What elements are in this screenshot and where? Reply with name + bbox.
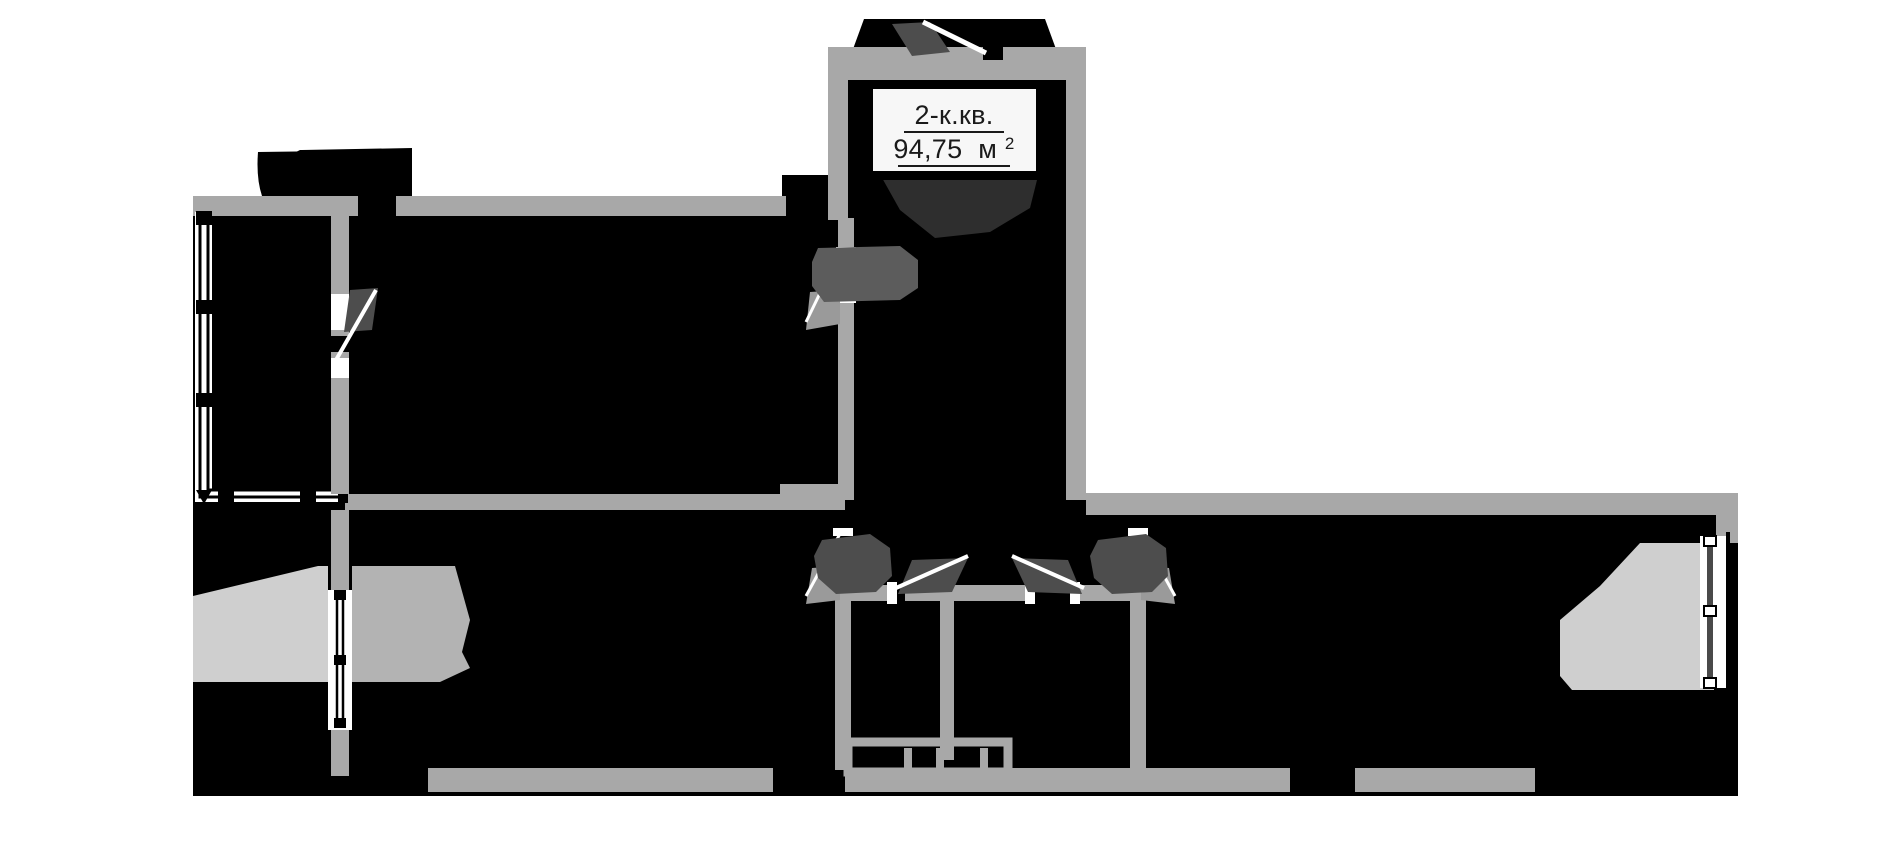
partition-corridor-left-upper <box>838 218 854 250</box>
light-cone-group <box>193 543 1714 690</box>
partition-left-window-mullion-bot <box>334 718 346 728</box>
bathroom-partition-right <box>1130 585 1146 770</box>
outer-wall-top-left-b <box>193 196 358 216</box>
area-label-group: 2-к.кв. 94,75 м 2 <box>873 89 1036 171</box>
fixture-sink-right <box>1090 534 1168 594</box>
outer-wall-top-long <box>396 196 786 216</box>
partition-left-window-mullion-top <box>334 590 346 600</box>
window-right-glazing <box>1700 532 1730 692</box>
closet-niche-divider-3 <box>980 748 988 774</box>
balcony-mullion-bottom-b <box>300 489 316 503</box>
door-tick-left-b <box>331 330 349 336</box>
door-leaf-bathroom-right <box>1012 558 1082 594</box>
light-cone-bottom-left-light <box>193 566 328 682</box>
cabinet-top-left <box>262 148 412 196</box>
door-leaf-bathroom-left <box>898 558 968 594</box>
door-tick-left-d <box>331 378 349 384</box>
partition-left-vertical-lower-b <box>331 726 349 776</box>
bedroom-left-door-jamb-top <box>833 528 853 536</box>
partition-left-vertical-top <box>331 216 349 292</box>
door-swing-bathroom-right <box>1011 554 1085 590</box>
fixture-sink-corridor <box>812 246 918 302</box>
door-gap-left-upper <box>331 292 349 332</box>
outer-wall-porch-sill-right <box>1003 47 1086 67</box>
interior-wall-mid-horizontal <box>345 494 845 510</box>
balcony-left-glazing <box>195 211 348 504</box>
wall-mass-lower-body <box>193 514 1738 796</box>
light-cone-bottom-left-mid <box>352 566 470 682</box>
cabinet-top-left-group <box>262 148 412 196</box>
bathroom-block-group <box>835 554 1148 777</box>
balcony-left-glazing-white <box>195 212 345 502</box>
outer-wall-right-top <box>1086 493 1738 515</box>
window-right-mullion-bot <box>1703 677 1717 689</box>
closet-niche-divider-2 <box>936 748 944 774</box>
window-band-bottom-left <box>428 768 773 792</box>
area-label-unit-sup: 2 <box>1005 134 1015 153</box>
area-label-value: 94,75 <box>893 134 962 164</box>
bathroom-door-tick-b <box>1025 582 1035 604</box>
window-right-mullion-top <box>1703 535 1717 547</box>
closet-niche-divider-1 <box>904 748 912 774</box>
window-right-outerline <box>1726 532 1730 692</box>
partition-left-vertical-lower <box>331 510 349 590</box>
bedroom-right-door-jamb-top <box>1128 528 1148 536</box>
door-gap-left-lower <box>331 356 349 382</box>
wall-mass-upper-left <box>193 196 845 514</box>
balcony-mullion-bottom-c <box>338 489 348 503</box>
outer-wall-porch-sill-left <box>828 47 983 67</box>
door-swing-bathroom-left <box>895 554 969 590</box>
balcony-mullion-top <box>196 211 212 225</box>
light-cone-bottom-right <box>1560 543 1714 690</box>
door-swing-entrance-top <box>921 19 988 56</box>
partition-left-window-mullion-mid <box>334 655 346 665</box>
door-swing-bedroom-left <box>334 289 378 361</box>
area-label-box <box>873 89 1036 171</box>
area-label-unit: м <box>978 134 997 164</box>
partition-left-vertical-group <box>328 216 378 776</box>
bathroom-partition-center <box>940 600 954 760</box>
balcony-mullion-corner <box>196 490 212 504</box>
door-tick-left-a <box>331 288 349 294</box>
outer-wall-right-vertical <box>1716 493 1738 543</box>
partition-left-vertical-mid <box>331 380 349 494</box>
area-label-rooms: 2-к.кв. <box>914 100 993 130</box>
bathroom-partition-left <box>835 585 851 770</box>
window-band-bottom-right <box>1355 768 1535 792</box>
area-label-area: 94,75 м 2 <box>893 134 1014 164</box>
bathroom-door-tick-a <box>887 582 897 604</box>
partition-corridor-left-stub <box>780 484 840 500</box>
outer-wall-group <box>193 47 1738 792</box>
window-top-left-gap <box>358 196 396 216</box>
balcony-mullion-mid-upper <box>196 300 212 314</box>
outer-wall-entrance-left <box>828 60 848 220</box>
outer-wall-entrance-right <box>1066 60 1086 500</box>
window-top-left-group <box>358 196 396 216</box>
fixture-sink-left <box>814 534 892 594</box>
balcony-mullion-bottom-a <box>218 489 234 503</box>
balcony-mullion-mid-lower <box>196 393 212 407</box>
window-right-mullion-mid <box>1703 605 1717 617</box>
closet-niche-outer <box>843 737 1013 777</box>
partition-corridor-left-mid <box>838 300 854 500</box>
